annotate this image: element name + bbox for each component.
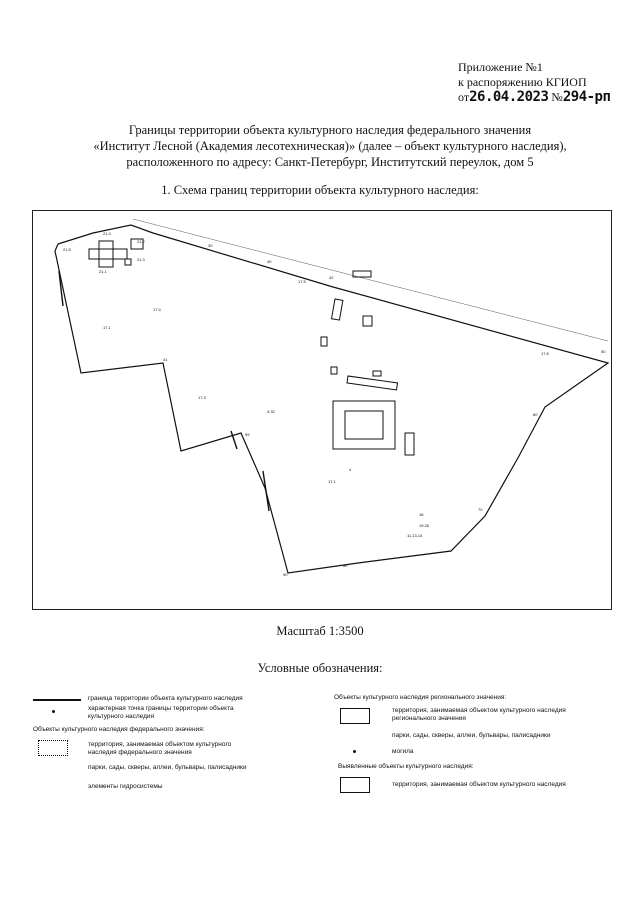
territory-boundary bbox=[54, 224, 610, 574]
boundary-point-symbol bbox=[52, 710, 55, 713]
boundary-line-symbol bbox=[33, 699, 81, 701]
map-drawing: 17.5 17.4 17.3 17.6 17.1 21.1 21.2 21.3 … bbox=[54, 218, 610, 577]
grave-symbol bbox=[353, 750, 356, 753]
identified-territory-symbol bbox=[340, 777, 370, 793]
legend-federal-parks: парки, сады, скверы, аллеи, бульвары, па… bbox=[88, 764, 247, 771]
legend-regional-territory: территория, занимаемая объектом культурн… bbox=[392, 707, 566, 722]
title-line-1: Границы территории объекта культурного н… bbox=[128, 123, 532, 137]
map-label: 41 bbox=[163, 357, 168, 362]
appendix-block: Приложение №1 к распоряжению КГИОП от26.… bbox=[458, 60, 611, 105]
section-heading: 1. Схема границ территории объекта культ… bbox=[161, 183, 479, 197]
map-label: 80 bbox=[343, 563, 348, 568]
legend-regional-parks: парки, сады, скверы, аллеи, бульвары, па… bbox=[392, 732, 551, 739]
map-label: 50 bbox=[601, 349, 606, 354]
map-label: 19.26 bbox=[419, 523, 430, 528]
legend-federal-heading: Объекты культурного наследия федеральног… bbox=[33, 726, 205, 733]
map-label: 17.5 bbox=[298, 279, 307, 284]
map-label: 60 bbox=[533, 412, 538, 417]
map-label: 21.4 bbox=[103, 231, 112, 236]
water-elements bbox=[58, 270, 270, 512]
map-label: 4.32 bbox=[267, 409, 276, 414]
map-label: 21.3 bbox=[137, 257, 146, 262]
legend-point: характерная точка границы территории объ… bbox=[88, 705, 234, 720]
map-label: 42 bbox=[329, 275, 334, 280]
legend-federal-territory: территория, занимаемая объектом культурн… bbox=[88, 741, 232, 756]
legend-regional-heading: Объекты культурного наследия регионально… bbox=[334, 694, 507, 701]
legend-water: элементы гидросистемы bbox=[88, 783, 163, 790]
map-label: 21.1 bbox=[99, 269, 108, 274]
map-label: 99 bbox=[245, 432, 250, 437]
federal-territory-symbol bbox=[38, 740, 68, 756]
map-label: 18 bbox=[419, 512, 424, 517]
map-label: 4 bbox=[349, 467, 352, 472]
title-line-2: «Институт Лесной (Академия лесотехническ… bbox=[93, 139, 567, 153]
date-prefix: от bbox=[458, 90, 470, 104]
building-group bbox=[88, 238, 415, 456]
map-label: 17.4 bbox=[153, 307, 162, 312]
appendix-line-1: Приложение №1 bbox=[458, 60, 543, 74]
map-label: 90 bbox=[283, 572, 288, 577]
boundary-map: 17.5 17.4 17.3 17.6 17.1 21.1 21.2 21.3 … bbox=[32, 210, 612, 610]
map-labels: 17.5 17.4 17.3 17.6 17.1 21.1 21.2 21.3 … bbox=[63, 231, 606, 577]
map-label: 17.1 bbox=[328, 479, 337, 484]
appendix-line-2: к распоряжению КГИОП bbox=[458, 75, 587, 89]
regional-territory-symbol bbox=[340, 708, 370, 724]
legend-identified-territory: территория, занимаемая объектом культурн… bbox=[392, 781, 566, 788]
map-label: 21.5 bbox=[63, 247, 72, 252]
map-label: 17.3 bbox=[198, 395, 207, 400]
appendix-line-3: от26.04.2023 №294-рп bbox=[458, 89, 611, 105]
street-line bbox=[132, 218, 609, 342]
legend-title: Условные обозначения: bbox=[257, 661, 383, 675]
map-scale: Масштаб 1:3500 bbox=[276, 624, 364, 638]
map-label: 17.6 bbox=[541, 351, 550, 356]
legend-boundary: граница территории объекта культурного н… bbox=[88, 695, 243, 702]
map-label: 21.2 bbox=[137, 239, 146, 244]
legend-identified-heading: Выявленные объекты культурного наследия: bbox=[338, 763, 474, 770]
legend-grave: могила bbox=[392, 748, 414, 755]
title-line-3: расположенного по адресу: Санкт-Петербур… bbox=[126, 155, 534, 169]
map-label: 70 bbox=[478, 507, 483, 512]
handwritten-date: 26.04.2023 bbox=[469, 89, 549, 105]
map-label: 40 bbox=[267, 259, 272, 264]
number-prefix: № bbox=[551, 90, 563, 104]
map-label: 30 bbox=[208, 243, 213, 248]
map-label: 11,13,14 bbox=[407, 533, 423, 538]
map-label: 17.1 bbox=[103, 325, 112, 330]
document-title: Границы территории объекта культурного н… bbox=[40, 122, 620, 170]
handwritten-number: 294-рп bbox=[562, 89, 611, 105]
